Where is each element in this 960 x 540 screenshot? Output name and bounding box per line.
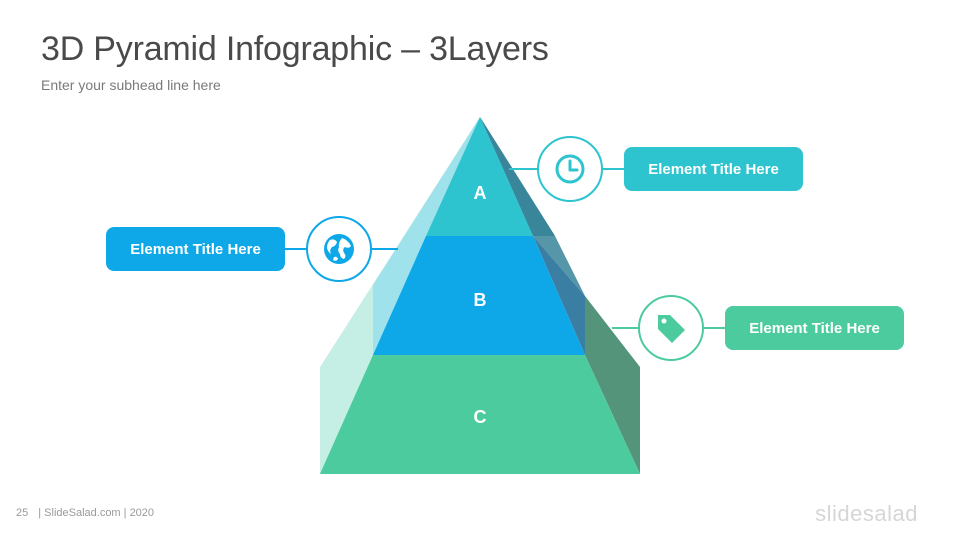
pyramid-right-face-c bbox=[585, 296, 640, 474]
footer: 25 | SlideSalad.com | 2020 bbox=[16, 507, 154, 519]
pyramid-right-edge bbox=[480, 117, 585, 296]
pyramid-layer-a bbox=[426, 117, 533, 236]
page-subtitle: Enter your subhead line here bbox=[41, 77, 221, 93]
tag-icon bbox=[658, 315, 685, 343]
layer-b-label: B bbox=[474, 290, 487, 310]
clock-icon bbox=[555, 154, 585, 184]
pyramid-layer-b bbox=[373, 236, 585, 355]
brand-logo: slidesalad bbox=[815, 501, 918, 526]
layer-c-label: C bbox=[474, 407, 487, 427]
pyramid-layer-c bbox=[320, 355, 640, 474]
callout-b-pill: Element Title Here bbox=[106, 227, 285, 271]
page-title: 3D Pyramid Infographic – 3Layers bbox=[41, 30, 549, 68]
layer-a-label: A bbox=[474, 183, 487, 203]
callout-a-pill: Element Title Here bbox=[624, 147, 803, 191]
callout-c-pill: Element Title Here bbox=[725, 306, 904, 350]
page-number: 25 bbox=[16, 507, 29, 519]
globe-icon bbox=[324, 234, 354, 264]
footer-text: | SlideSalad.com | 2020 bbox=[38, 507, 155, 519]
